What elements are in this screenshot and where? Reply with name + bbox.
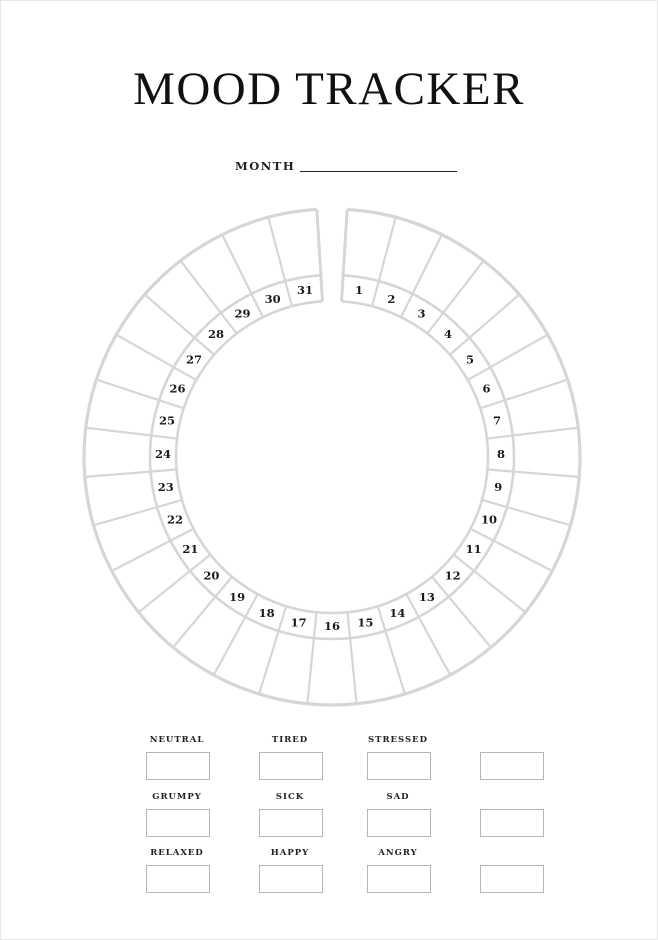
segment-divider (486, 426, 579, 440)
day-label-7: 7 (493, 413, 501, 427)
day-label-5: 5 (466, 352, 474, 366)
segment-divider (84, 468, 177, 478)
day-label-11: 11 (466, 542, 482, 556)
page-title: MOOD TRACKER (133, 63, 525, 115)
segment-divider (137, 553, 212, 614)
legend-label: NEUTRAL (149, 735, 205, 745)
day-segment-16[interactable] (307, 638, 356, 705)
segment-divider (111, 527, 194, 572)
segment-divider (467, 333, 549, 381)
day-segment-24[interactable] (84, 428, 151, 477)
legend-label: GRUMPY (152, 792, 202, 802)
day-label-15: 15 (357, 616, 373, 630)
segment-divider (487, 468, 580, 478)
legend-color-box[interactable] (480, 752, 544, 780)
legend-color-box[interactable] (367, 865, 431, 893)
segment-divider (340, 209, 349, 302)
segment-divider (376, 605, 406, 695)
day-label-8: 8 (497, 447, 505, 461)
day-label-27: 27 (186, 352, 202, 366)
segment-divider (452, 553, 527, 614)
day-label-28: 28 (208, 327, 224, 341)
middle-ring (148, 274, 516, 641)
segment-divider (431, 576, 492, 649)
legend-label: HAPPY (270, 848, 310, 858)
day-label-10: 10 (481, 512, 497, 526)
legend-color-box[interactable] (146, 865, 210, 893)
segment-divider (346, 612, 358, 704)
segment-divider (93, 498, 183, 527)
segment-divider (371, 217, 397, 307)
legend-color-box[interactable] (259, 865, 323, 893)
legend-label: SAD (386, 792, 410, 802)
day-label-14: 14 (389, 606, 405, 620)
day-label-22: 22 (167, 512, 183, 526)
day-label-18: 18 (259, 606, 275, 620)
month-label: MONTH (235, 159, 296, 173)
inner-ring (174, 299, 490, 615)
day-label-25: 25 (159, 413, 175, 427)
month-input-line[interactable] (300, 171, 458, 172)
segment-divider (179, 259, 238, 335)
segment-divider (85, 426, 178, 440)
day-label-26: 26 (169, 382, 185, 396)
legend-color-box[interactable] (259, 752, 323, 780)
legend-color-box[interactable] (259, 809, 323, 837)
day-label-30: 30 (265, 292, 281, 306)
day-label-16: 16 (324, 619, 340, 633)
legend-color-box[interactable] (367, 809, 431, 837)
segment-divider (449, 293, 521, 356)
day-label-19: 19 (229, 590, 245, 604)
day-label-29: 29 (235, 307, 251, 321)
mood-tracker-wheel: 1234567891011121314151617181920212223242… (82, 207, 582, 707)
segment-divider (143, 293, 215, 356)
day-label-9: 9 (494, 480, 502, 494)
segment-divider (426, 259, 485, 335)
day-label-6: 6 (483, 382, 491, 396)
segment-divider (481, 498, 571, 527)
segment-divider (96, 378, 185, 410)
segment-divider (212, 593, 259, 676)
day-label-4: 4 (444, 327, 452, 341)
day-label-24: 24 (155, 447, 171, 461)
legend-color-box[interactable] (367, 752, 431, 780)
segment-divider (315, 209, 324, 302)
day-label-12: 12 (445, 568, 461, 582)
segment-divider (479, 378, 568, 410)
day-label-31: 31 (297, 283, 313, 297)
day-label-2: 2 (387, 292, 395, 306)
legend-color-box[interactable] (146, 752, 210, 780)
segment-divider (405, 593, 452, 676)
segment-divider (115, 333, 197, 381)
segment-divider (267, 217, 293, 307)
day-label-23: 23 (158, 480, 174, 494)
day-label-13: 13 (419, 590, 435, 604)
legend-label: ANGRY (378, 848, 418, 858)
day-label-20: 20 (203, 568, 219, 582)
day-label-17: 17 (291, 616, 307, 630)
legend-color-box[interactable] (480, 809, 544, 837)
segment-divider (221, 234, 264, 318)
day-label-1: 1 (355, 283, 363, 297)
segment-divider (306, 612, 318, 704)
month-row: MONTH (235, 153, 458, 173)
legend-color-box[interactable] (146, 809, 210, 837)
legend-label: STRESSED (368, 735, 428, 745)
segment-divider (258, 605, 288, 695)
legend-label: TIRED (271, 735, 309, 745)
legend-color-box[interactable] (480, 865, 544, 893)
legend-label: RELAXED (150, 848, 204, 858)
day-label-3: 3 (417, 307, 425, 321)
segment-divider (400, 234, 443, 318)
legend-label: SICK (275, 792, 305, 802)
day-segment-8[interactable] (513, 428, 580, 477)
segment-divider (470, 527, 553, 572)
day-label-21: 21 (182, 542, 198, 556)
segment-divider (172, 576, 233, 649)
